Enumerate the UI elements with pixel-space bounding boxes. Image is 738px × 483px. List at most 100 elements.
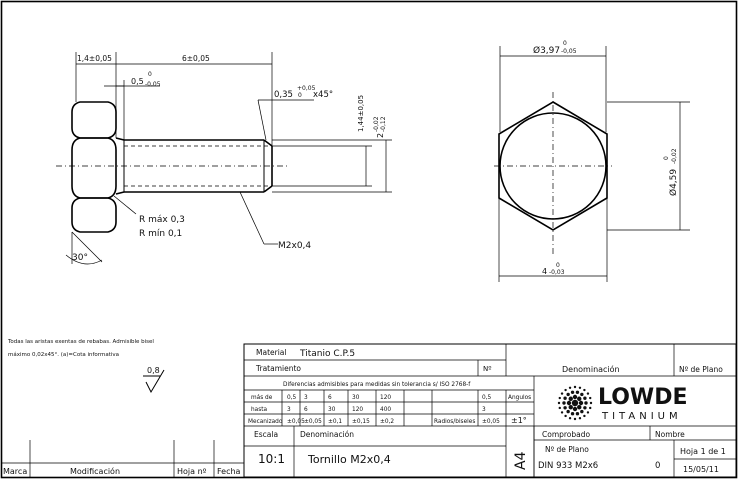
table-cell: 6 xyxy=(304,407,308,413)
hoja-label: Hoja 1 de 1 xyxy=(680,447,726,456)
logo-dot xyxy=(575,412,580,416)
dim-collar-tol-top: 0 xyxy=(148,71,152,78)
angle-ext xyxy=(71,231,103,263)
denom-header: Denominación xyxy=(562,364,620,374)
logo-dot xyxy=(558,396,561,400)
dim-minor-dia-text: 1,44±0,05 xyxy=(357,95,365,132)
logo-dot xyxy=(572,406,578,412)
table-cell: ±0,15 xyxy=(352,419,370,425)
collar-bot xyxy=(115,191,125,195)
logo-dot xyxy=(583,388,586,392)
table-cell: 120 xyxy=(380,395,391,401)
dim-across-corners-text: Ø3,97 xyxy=(533,45,560,56)
roughness-value: 0,8 xyxy=(147,366,160,375)
fecha-label: Fecha xyxy=(217,467,241,476)
n-label: Nº xyxy=(483,365,492,373)
table-cell: 400 xyxy=(380,407,391,413)
table-cell: ±0,05 xyxy=(304,419,322,425)
dim-major-dia-tol-top: -0,02 xyxy=(373,116,380,132)
dim-across-corners-tol-top: 0 xyxy=(563,40,567,47)
logo-dot xyxy=(578,386,582,389)
logo-dot xyxy=(589,406,592,410)
table-cell: 0,5 xyxy=(287,395,297,401)
material-label: Material xyxy=(256,348,286,357)
table-cell: ±0,2 xyxy=(380,419,394,425)
logo-dot xyxy=(570,390,575,394)
table-cell: 30 xyxy=(352,395,360,401)
logo-dot xyxy=(589,396,592,400)
logo-dot xyxy=(583,396,587,400)
logo-dot xyxy=(578,400,584,406)
dim-chamfer-arrow xyxy=(257,99,267,141)
angulos-value: ±1° xyxy=(511,416,527,425)
logo-dot xyxy=(577,396,582,401)
dim-major-dia-tol-bot: -0,12 xyxy=(380,116,387,132)
nombre-label: Nombre xyxy=(655,430,685,439)
logo-dot xyxy=(583,414,586,418)
logo-dot xyxy=(572,394,578,400)
logo-dot xyxy=(586,411,590,414)
logo-dot xyxy=(571,399,579,407)
dim-chamfer-tol-top: +0,05 xyxy=(297,85,316,92)
logo-dot xyxy=(566,400,572,406)
modificacion-label: Modificación xyxy=(70,466,120,476)
table-cell: 6 xyxy=(328,395,332,401)
table-cell: 3 xyxy=(304,395,308,401)
plano-value: DIN 933 M2x6 xyxy=(538,461,598,471)
date-value: 15/05/11 xyxy=(683,465,719,474)
logo-dot xyxy=(580,392,584,397)
angulos-label: Angulos xyxy=(508,395,531,401)
revision-strip: Marca Modificación Hoja nº Fecha xyxy=(2,440,244,477)
material-value: Titanio C.P.5 xyxy=(299,349,355,359)
logo-dot xyxy=(566,392,570,397)
logo-dot xyxy=(570,412,575,416)
dim-collar-text: 0,5 xyxy=(131,77,144,86)
table-cell: ±0,05 xyxy=(482,419,500,425)
head-bot-flat xyxy=(71,197,117,233)
treatment-label: Tratamiento xyxy=(255,364,301,373)
logo-dot xyxy=(573,385,577,389)
format-label: A4 xyxy=(513,451,529,470)
logo-dot xyxy=(583,406,587,410)
logo-dot xyxy=(558,406,561,410)
table-cell: 30 xyxy=(328,407,336,413)
logo-dot xyxy=(586,392,590,395)
logo-dot xyxy=(580,409,584,414)
table-cell: 3 xyxy=(482,407,486,413)
logo-dot xyxy=(575,390,580,394)
logo-dot xyxy=(560,411,564,414)
logo-dot xyxy=(562,401,566,405)
end-view: Ø3,97 0 -0,05 Ø4,59 0 -0,02 4 0 -0,03 xyxy=(494,40,690,282)
hex-outline xyxy=(498,101,608,231)
dim-chamfer-angle: x45° xyxy=(313,90,333,100)
table-cell: ±0,1 xyxy=(328,419,342,425)
logo-dot xyxy=(563,406,567,410)
plan-header: Nº de Plano xyxy=(679,365,723,374)
denominacion-value: Tornillo M2x0,4 xyxy=(307,453,391,466)
table-cell: Radios/biseles xyxy=(434,419,475,425)
table-cell: 0,5 xyxy=(482,395,492,401)
head-mid-flat xyxy=(71,137,117,199)
denominacion-label: Denominación xyxy=(300,430,354,439)
thread-leader xyxy=(239,191,265,245)
dim-across-flats-tol-top: 0 xyxy=(663,156,670,160)
radius-leader xyxy=(113,195,137,215)
logo-dot xyxy=(564,414,567,418)
side-view: 1,4±0,05 6±0,05 0,5 0 -0,05 0,35 +0,05 0… xyxy=(56,52,392,265)
dim-width-tol-top: 0 xyxy=(556,262,560,269)
logo-dot xyxy=(560,392,564,395)
revision-value: 0 xyxy=(655,461,660,471)
table-cell: 3 xyxy=(287,407,291,413)
logo-dot xyxy=(557,401,561,405)
logo-dot xyxy=(564,388,567,392)
logo-dots-icon xyxy=(557,385,593,421)
dim-chamfer-text: 0,35 xyxy=(274,90,293,100)
logo-dot xyxy=(568,396,573,401)
logo-dot xyxy=(573,417,577,421)
thread-text: M2x0,4 xyxy=(278,241,311,251)
roughness-symbol xyxy=(143,369,165,394)
chamfer-circle xyxy=(499,112,607,220)
